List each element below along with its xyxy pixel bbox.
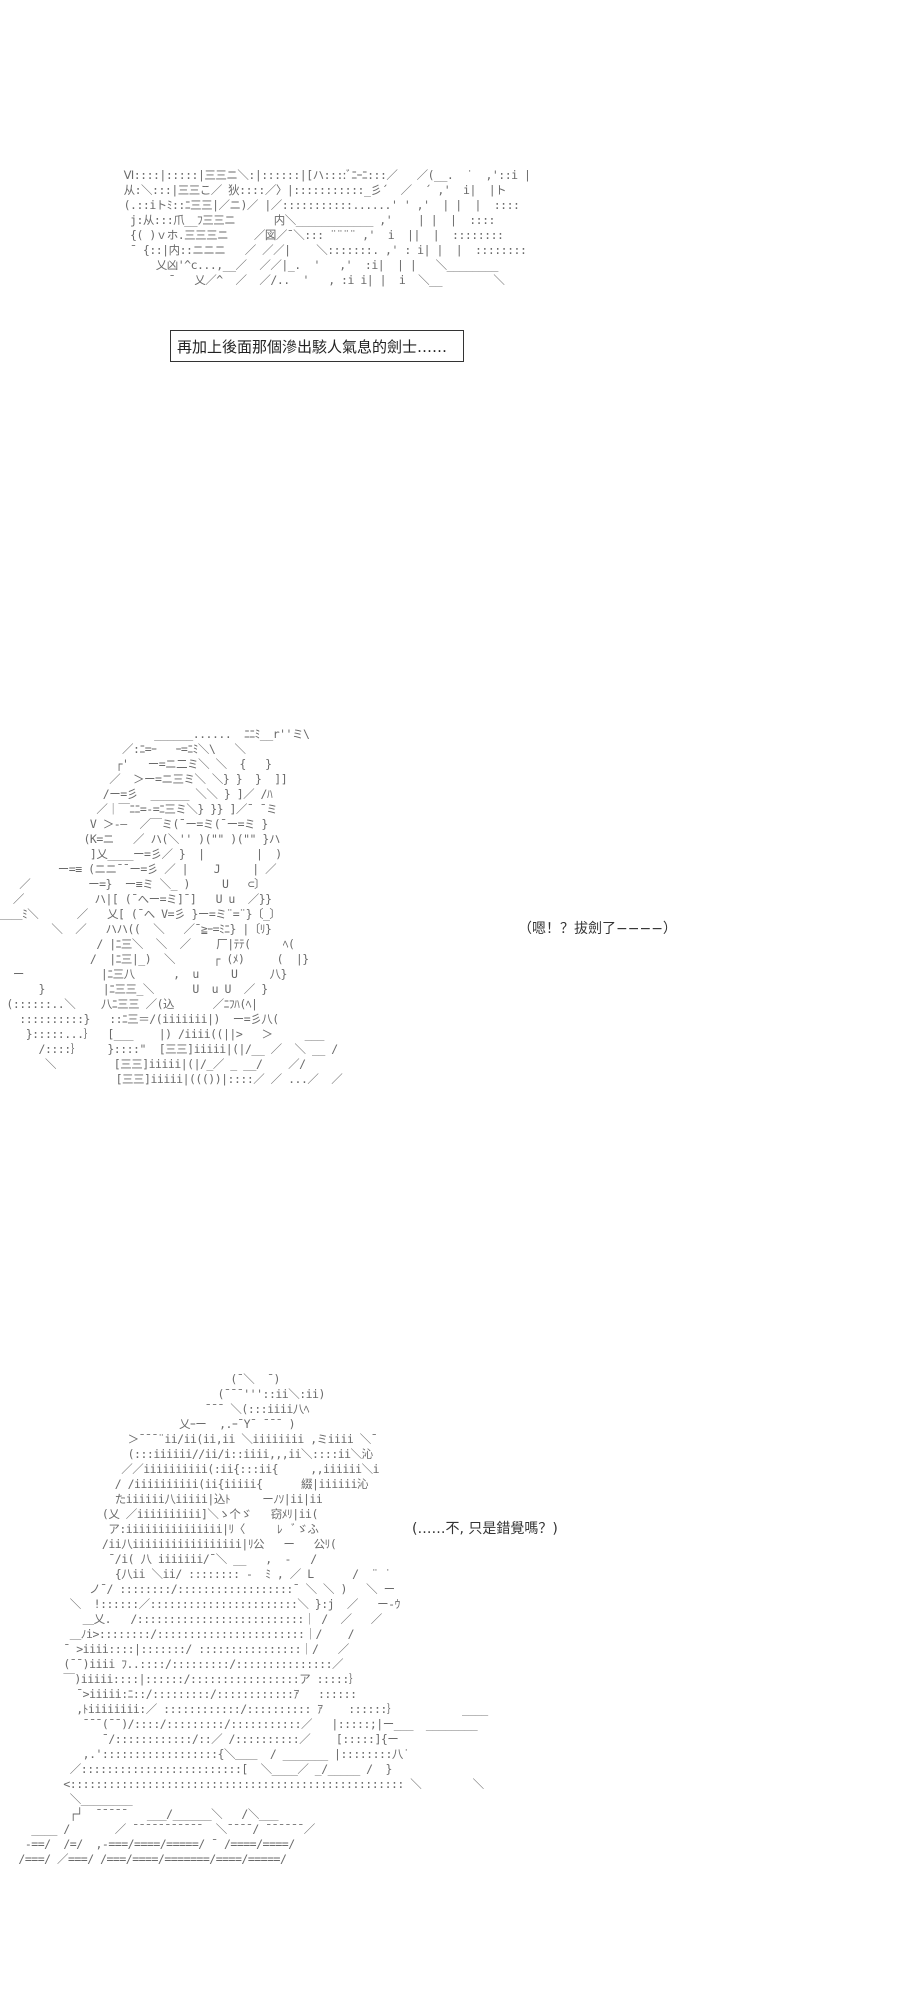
art-line: /===/ ／===/ /===/====/=======/====/=====… [12, 1852, 287, 1866]
art-line: (.::iトﾐ::ﾆ三三|／ニ)／ |／:::::::::::......' '… [8, 198, 520, 212]
art-line: 从:＼:::|三三こ／ 狄::::／〉|:::::::::::_彡´ ／ ´ ,… [8, 183, 507, 197]
speech-line-illusion: (……不, 只是錯覺嗎？) [412, 1521, 558, 1537]
art-line: ＿ﾉi>::::::::/:::::::::::::::::::::::｜/ / [12, 1627, 367, 1641]
art-line: / |ﾆ三＼ ＼ ／ 厂|ﾃﾃ( ﾍ( [0, 937, 295, 951]
art-line: ア:iiiiiiiiiiiiiii|ﾘ〈 ﾚ ﾞゞふ [12, 1522, 319, 1536]
art-line: ::::::::::} ::ﾆ三＝/(iiiiiii|) ー=彡八( [0, 1012, 279, 1026]
art-line: 乂凶'^c...,__／ ／／|_. ' ,' :i| | | ＼_______… [8, 258, 499, 272]
ascii-art-panel-helmet-figure: ______...... ﾆﾆﾐ__r''ミ\ ／:ﾆ=ｰ ｰ=ﾆﾐ＼\ ＼ ┌… [0, 727, 343, 1087]
art-line: ／／iiiiiiiiii(:ii{:::ii{ ,,iiiiii＼i [12, 1462, 380, 1476]
speech-line-sword-drawn: （嗯！？拔劍了−−−−） [518, 921, 677, 937]
art-line: ¯¯¯ ＼(:::iiii八ﾍ [12, 1402, 310, 1416]
art-line: / |ﾆ三|_) ＼ ┌ (ﾒ) ( |} [0, 952, 309, 966]
art-line: ¯¯¯(¯¯)/::::/:::::::::/:::::::::::／ |:::… [12, 1717, 478, 1731]
art-line: ¯>iiiii:ﾆ::/:::::::::/::::::::::::ｱ ::::… [12, 1687, 363, 1701]
art-line: ＼________ [12, 1792, 306, 1806]
art-line: ／ ＞ー=ニ三ミ＼ ＼} } } ]] [0, 772, 288, 786]
art-line: j:从:::爪__ﾌ三三ニ 内＼____________ ,' | | | ::… [8, 213, 495, 227]
art-line: ______...... ﾆﾆﾐ__r''ミ\ [0, 727, 310, 741]
art-line: ／｜￣ﾆﾆ=-=ﾆ三ミ＼} }} ]／¯ ¯ミ [0, 802, 278, 816]
art-line: 乂ｰー ,.ｰ¯Y¯ ¯¯¯ ) [12, 1417, 296, 1431]
art-line: ¯ {::|内::ニニニ ／ ／／| ＼:::::::. ,' : i| | |… [8, 243, 527, 257]
art-line: ＿＿ﾐ＼ ／ 乂[ (¯へ V=彡 }ー=ミ¨=¨}〔_〕 [0, 907, 281, 921]
art-line: ￣)iiiii::::|::::::/:::::::::::::::::ア ::… [12, 1672, 360, 1686]
art-line: ┌' ー=ニ二ミ＼ ＼ { } [0, 757, 272, 771]
art-line: ]乂____ー=彡／ } | | ) [0, 847, 282, 861]
art-line: ー |ﾆ三八 , u U 八} [0, 967, 288, 981]
art-line: / /iiiiiiiiii(ii{iiiii{ 綴|iiiiii沁 [12, 1477, 369, 1491]
art-line: ¯/::::::::::::/::／ /::::::::::／ [:::::]{… [12, 1732, 424, 1746]
art-line: /ii八iiiiiiiiiiiiiiiii|ﾘ公 ー 公ﾘ( [12, 1537, 337, 1551]
narration-caption-text: 再加上後面那個滲出駭人氣息的劍士…… [177, 337, 448, 356]
art-line: ＞¯¯¯¨ii/ii(ii,ii ＼iiiiiiii ,ミiiii ＼¯ [12, 1432, 378, 1446]
art-line: ＼ ／ ハハ(( ＼ ／¯≧ｰ=ﾐﾆ} |〔ﾘ} [0, 922, 272, 936]
art-line: {( )ｖホ.三三三ニ ／図／¯＼::: ¨¨¨¨ ,' i || | ::::… [8, 228, 504, 242]
art-line: ¯ >iiii::::|:::::::/ ::::::::::::::::｜/ … [12, 1642, 356, 1656]
art-line: ,ﾄiiiiiiii:／ ::::::::::::/:::::::::: ｱ :… [12, 1702, 488, 1716]
art-line: Ⅵ::::|:::::|三三ニ＼:|::::::|[ハ::::ﾞﾆｰﾆ:::／ … [8, 168, 531, 182]
art-line: ノ¯/ ::::::::/::::::::::::::::::¯ ＼ ＼ ) ＼… [12, 1582, 402, 1596]
art-line: [三三]iiiii|((())|::::／ ／ ...／ ／ [0, 1072, 343, 1086]
art-line: ／:::::::::::::::::::::::::[ ＼____／ _/___… [12, 1762, 393, 1776]
art-line: (乂 ／iiiiiiiiii]＼ゝ个ゞ 窃ﾒﾘ|ii( [12, 1507, 318, 1521]
art-line: ┌┘ ¯¯¯¯¯ ___/______＼ /＼___ [12, 1807, 285, 1821]
art-line: (¯＼ ¯) [12, 1372, 280, 1386]
art-line: } |ﾆ三三_＼ U u U ／ } [0, 982, 269, 996]
art-line: ー=≡ (ニニ¯¯ー=彡 ／ | J | ／ [0, 862, 277, 876]
art-line: ¯ 乂／^ ／ ／/.. ' , :i i| | i ＼__ ＼ [8, 273, 505, 287]
art-line: }:::::...｝ [___ |) /iiii((||> ＞ ___ [0, 1027, 325, 1041]
art-line: (::::::..＼ 八ﾆ三三 ／(込 ／ﾆﾌﾊ(ﾍ| [0, 997, 258, 1011]
art-line: ／:ﾆ=ｰ ｰ=ﾆﾐ＼\ ＼ [0, 742, 246, 756]
art-line: (¯¯¯'''::ii＼:ii) [12, 1387, 326, 1401]
art-line: /::::｝ }::::" [三三]iiiii|(|/__ ／ ＼ __ / [0, 1042, 339, 1056]
art-line: ＿乂. /::::::::::::::::::::::::::｜ / ／ ／ [12, 1612, 389, 1626]
art-line: -==/ /=/ ,-===/====/=====/ ¯ /====/====/ [12, 1837, 295, 1851]
art-line: V ＞-― ／￣ミ(¯ー=ミ(¯ー=ミ } [0, 817, 268, 831]
art-line: <:::::::::::::::::::::::::::::::::::::::… [12, 1777, 484, 1791]
art-line: ____ / ／ ¯¯¯¯¯¯¯¯¯¯¯ ＼¯¯¯¯/ ¯¯¯¯¯¯／ [12, 1822, 315, 1836]
art-line: (:::iiiiii//ii/i::iiii,,,ii＼::::ii＼沁 [12, 1447, 373, 1461]
art-line: ＼ [三三]iiiii|(|/_／ _ __/ ／/ [0, 1057, 306, 1071]
art-line: {八ii ＼ii/ :::::::: - ﾐ , ／ L / ¨ ˙ [12, 1567, 391, 1581]
art-line: ／ ー=} ー≡ミ ＼_ ) U ⊂〕 [0, 877, 266, 891]
ascii-art-panel-swordsman: Ⅵ::::|:::::|三三ニ＼:|::::::|[ハ::::ﾞﾆｰﾆ:::／ … [8, 168, 531, 288]
art-line: たiiiiii八iiiii|込ﾄ ーﾉｿ|ii|ii [12, 1492, 323, 1506]
narration-caption-box: 再加上後面那個滲出駭人氣息的劍士…… [170, 330, 464, 362]
art-line: ＼ !::::::／:::::::::::::::::::::::＼ }:j ／… [12, 1597, 407, 1611]
art-line: ／ ハ|[ (¯へー=ミ]¯] U u ／}} [0, 892, 272, 906]
art-line: ¯/i( 八 iiiiiii/¯＼ __ , - / [12, 1552, 324, 1566]
art-line: (K=ニ ／ ハ(＼'' )("" )("" }ハ [0, 832, 281, 846]
art-line: ,.'::::::::::::::::::{＼＿＿ / _______ |:::… [12, 1747, 410, 1761]
art-line: /ー=彡 ______ ＼＼ } ]／ /ﾊ [0, 787, 273, 801]
ascii-art-panel-seated-figure: (¯＼ ¯) (¯¯¯'''::ii＼:ii) ¯¯¯ ＼(:::iiii八ﾍ … [12, 1372, 488, 1867]
art-line: (¯¯)iiii ﾌ..::::/:::::::::/:::::::::::::… [12, 1657, 350, 1671]
